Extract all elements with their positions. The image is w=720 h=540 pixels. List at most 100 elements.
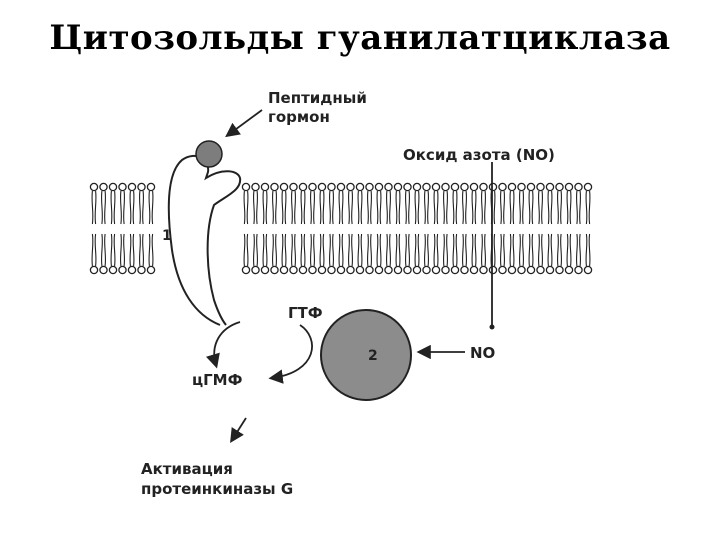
lipid-tail — [522, 190, 525, 225]
lipid-tail — [151, 190, 154, 225]
lipid-tail — [281, 190, 284, 225]
lipid-tail — [360, 233, 363, 267]
lipid-tail — [94, 190, 97, 225]
lipid-tail — [284, 190, 287, 225]
lipid-tail — [271, 190, 274, 225]
activation-label-line2: протеинкиназы G — [141, 480, 293, 498]
lipid-head — [108, 265, 118, 275]
lipid-tail — [94, 233, 97, 267]
slide-title: Цитозольды гуанилатциклаза — [49, 18, 671, 58]
lipid-tail — [442, 233, 445, 267]
lipid-tail — [113, 233, 116, 267]
lipid-head — [118, 265, 127, 275]
lipid-head — [526, 265, 536, 275]
lipid-tail — [417, 190, 420, 225]
lipid-head — [298, 182, 308, 192]
lipid-tail — [528, 233, 531, 267]
lipid-head — [526, 182, 536, 192]
lipid-tail — [512, 233, 515, 267]
lipid-tail — [243, 233, 246, 267]
receptor-conversion-arrow — [206, 321, 241, 369]
lipid-tail — [484, 190, 487, 225]
lipid-head — [517, 182, 526, 192]
lipid-tail — [265, 233, 268, 267]
lipid-head — [289, 265, 298, 275]
lipid-tail — [338, 233, 341, 267]
lipid-tail — [531, 233, 534, 267]
lipid-head — [441, 182, 450, 192]
lipid-tail — [379, 190, 382, 225]
lipid-head — [564, 265, 574, 275]
lipid-head — [89, 265, 99, 275]
lipid-tail — [522, 233, 525, 267]
lipid-tail — [341, 190, 344, 225]
membrane-receptor — [167, 154, 242, 326]
activation-arrow — [230, 417, 247, 444]
lipid-head — [127, 182, 137, 192]
lipid-head — [545, 265, 555, 275]
lipid-tail — [91, 233, 94, 267]
lipid-tail — [313, 233, 316, 267]
lipid-tail — [148, 190, 151, 225]
lipid-tail — [91, 190, 94, 225]
lipid-tail — [455, 190, 458, 225]
lipid-tail — [442, 190, 445, 225]
lipid-tail — [446, 190, 449, 225]
lipid-tail — [465, 190, 468, 225]
lipid-tail — [452, 190, 455, 225]
lipid-tail — [300, 190, 303, 225]
lipid-head — [279, 182, 289, 192]
hormone-arrow — [225, 109, 263, 138]
lipid-tail — [503, 233, 506, 267]
lipid-head — [498, 265, 507, 275]
lipid-tail — [309, 190, 312, 225]
lipid-tail — [366, 190, 369, 225]
lipid-head — [450, 265, 460, 275]
lipid-tail — [560, 190, 563, 225]
lipid-tail — [560, 233, 563, 267]
lipid-tail — [547, 233, 550, 267]
lipid-tail — [243, 190, 246, 225]
lipid-tail — [110, 233, 113, 267]
lipid-tail — [566, 190, 569, 225]
lipid-tail — [275, 233, 278, 267]
lipid-head — [355, 265, 365, 275]
lipid-tail — [104, 233, 107, 267]
lipid-tail — [142, 233, 145, 267]
lipid-head — [583, 265, 593, 275]
lipid-tail — [357, 190, 360, 225]
lipid-tail — [575, 233, 578, 267]
lipid-head — [327, 265, 336, 275]
lipid-tail — [579, 190, 582, 225]
cell-membrane — [89, 182, 593, 275]
lipid-tail — [389, 190, 392, 225]
lipid-tail — [351, 233, 354, 267]
lipid-head — [270, 265, 279, 275]
lipid-tail — [138, 233, 141, 267]
lipid-tail — [338, 190, 341, 225]
lipid-head — [118, 182, 127, 192]
lipid-tail — [294, 233, 297, 267]
lipid-tail — [341, 233, 344, 267]
lipid-tail — [423, 190, 426, 225]
nitric-oxide-label: Оксид азота (NO) — [403, 146, 555, 164]
lipid-head — [365, 265, 374, 275]
lipid-tail — [142, 190, 145, 225]
lipid-tail — [474, 233, 477, 267]
lipid-head — [507, 265, 517, 275]
lipid-tail — [423, 233, 426, 267]
lipid-head — [289, 182, 298, 192]
lipid-head — [574, 182, 583, 192]
lipid-tail — [132, 233, 135, 267]
lipid-tail — [370, 190, 373, 225]
lipid-head — [469, 182, 479, 192]
lipid-tail — [379, 233, 382, 267]
lipid-head — [393, 265, 403, 275]
lipid-head — [317, 182, 327, 192]
lipid-tail — [433, 233, 436, 267]
lipid-tail — [556, 190, 559, 225]
lipid-tail — [351, 190, 354, 225]
lipid-head — [99, 265, 108, 275]
lipid-head — [99, 182, 108, 192]
